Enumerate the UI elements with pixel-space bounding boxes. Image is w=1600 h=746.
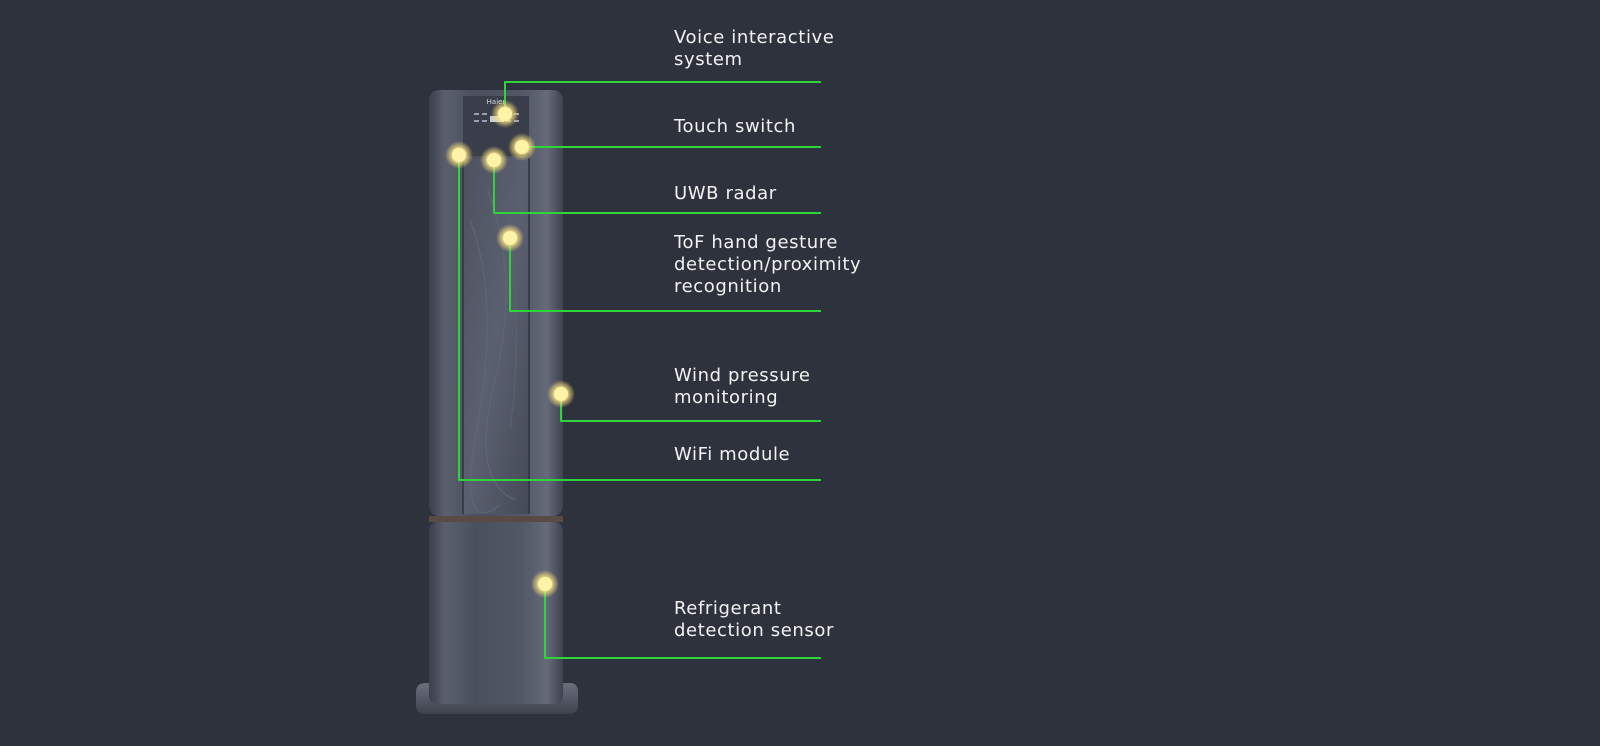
label-line: Refrigerant — [674, 598, 782, 619]
label-line: Voice interactive — [674, 27, 835, 48]
leader-line-wifi — [458, 155, 821, 481]
refrigerant-sensor-dot — [531, 570, 559, 598]
leader-line-refrigerant — [544, 584, 821, 659]
leader-line-tof — [509, 238, 821, 312]
leader-line-uwb — [493, 160, 821, 214]
sensor-hotspots — [445, 100, 575, 598]
touch-sensor-dot — [508, 133, 536, 161]
unit-lower-body — [429, 522, 563, 704]
unit-front-panel — [463, 158, 529, 514]
label-voice-interactive-system: Voice interactive system — [674, 27, 834, 71]
voice-sensor-dot — [491, 100, 519, 128]
label-line: system — [674, 49, 743, 70]
unit-divider-band — [429, 516, 563, 522]
wind-sensor-dot — [547, 380, 575, 408]
uwb-sensor-dot — [480, 146, 508, 174]
label-touch-switch: Touch switch — [674, 116, 796, 138]
label-wifi-module: WiFi module — [674, 444, 790, 466]
label-line: Touch switch — [674, 116, 797, 137]
label-line: detection sensor — [674, 620, 834, 641]
panel-wave-1 — [469, 219, 501, 514]
tof-sensor-dot — [496, 224, 524, 252]
label-refrigerant-sensor: Refrigerant detection sensor — [674, 598, 834, 642]
label-line: monitoring — [674, 387, 779, 408]
label-line: UWB radar — [674, 183, 777, 204]
brand-logo: Haier — [487, 98, 506, 106]
label-line: ToF hand gesture — [674, 232, 839, 253]
label-tof-gesture: ToF hand gesture detection/proximity rec… — [674, 232, 861, 298]
label-wind-pressure: Wind pressure monitoring — [674, 365, 811, 409]
wifi-sensor-dot — [445, 141, 473, 169]
label-line: Wind pressure — [674, 365, 811, 386]
label-line: recognition — [674, 276, 782, 297]
air-conditioner-unit: Haier — [416, 90, 578, 714]
label-line: WiFi module — [674, 444, 791, 465]
label-uwb-radar: UWB radar — [674, 183, 777, 205]
leader-lines — [458, 81, 821, 659]
label-line: detection/proximity — [674, 254, 862, 275]
